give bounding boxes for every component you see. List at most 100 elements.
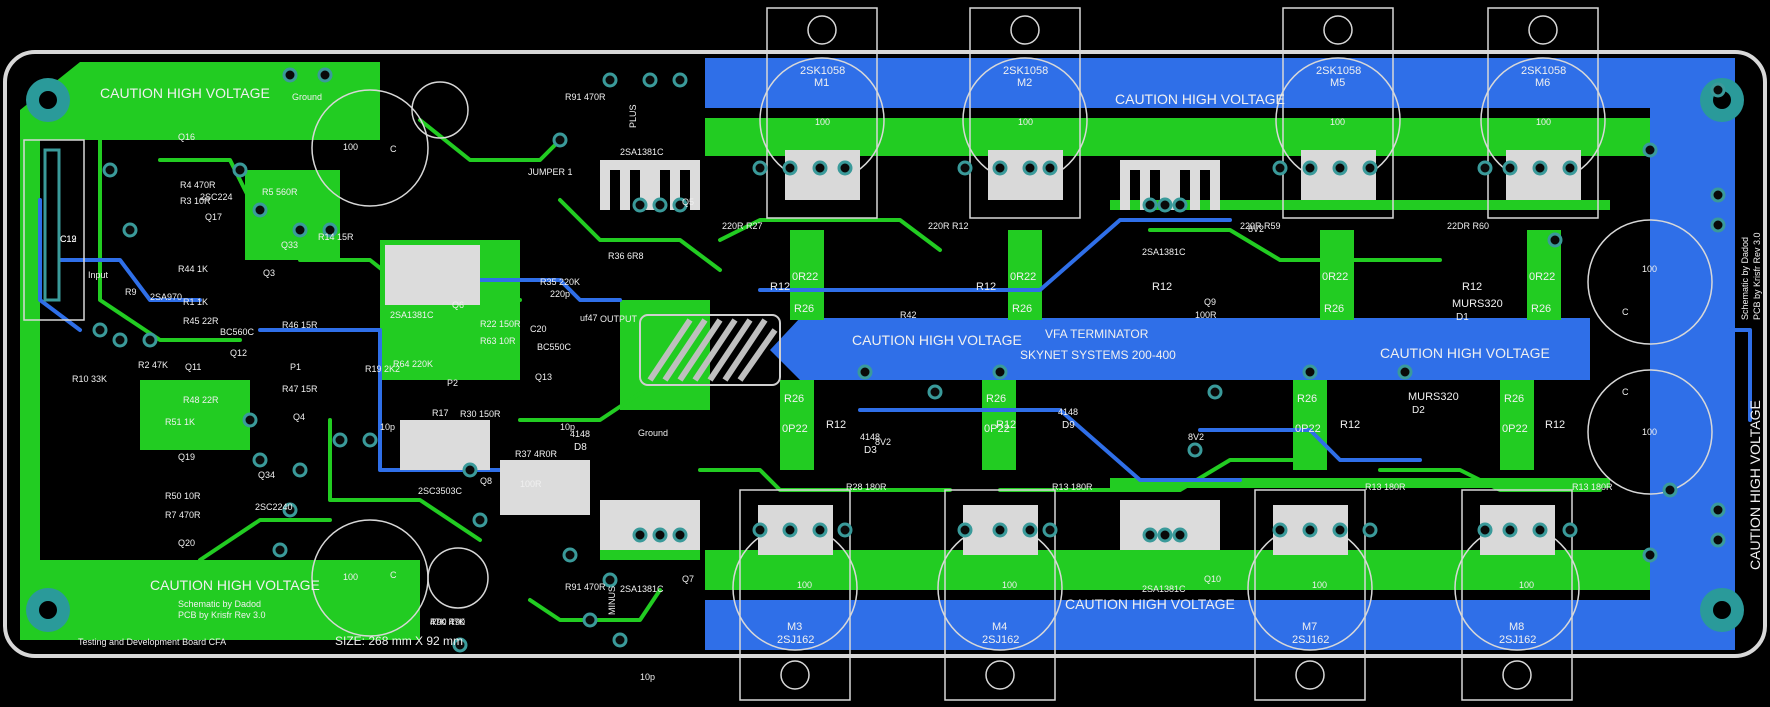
through-hole-pad xyxy=(672,197,688,213)
r26-label: R26 xyxy=(1012,303,1032,315)
diode-ref-label: D2 xyxy=(1412,405,1425,416)
emitter-res-body xyxy=(790,230,824,320)
through-hole-pad xyxy=(652,527,668,543)
footer-board-name: Testing and Development Board CFA xyxy=(78,637,226,647)
transistor-ref-label: Q3 xyxy=(263,268,275,278)
part-label: 2SC224 xyxy=(200,192,233,202)
driver-ref-label: Q5 xyxy=(682,197,694,207)
driver-ref-label: Q9 xyxy=(1204,297,1216,307)
mosfet-ref-label: M2 xyxy=(1017,77,1032,89)
gate-resistor-label: 220R R12 xyxy=(928,221,969,231)
mosfet-m4 xyxy=(937,489,1063,701)
mosfet-outlines-top xyxy=(759,7,1606,219)
capacitor-label: 100 xyxy=(815,117,830,127)
caution-label: CAUTION HIGH VOLTAGE xyxy=(852,332,1022,348)
board-outline xyxy=(3,50,1767,658)
part-label: C20 xyxy=(530,324,547,334)
through-hole-pad xyxy=(552,132,568,148)
resistor-label: R7 470R xyxy=(165,510,201,520)
part-label: Q13 xyxy=(535,372,552,382)
part-label: R63 10R xyxy=(480,336,516,346)
resistor-label: R14 15R xyxy=(318,232,354,242)
part-label: R19 2K2 xyxy=(365,364,400,374)
through-hole-pad xyxy=(1710,187,1726,203)
capacitor-label: C xyxy=(1622,307,1629,317)
through-hole-pad xyxy=(837,522,853,538)
diode-part-label: 4148 xyxy=(1058,407,1078,417)
through-hole-pad xyxy=(1642,142,1658,158)
driver-ref-label: Q10 xyxy=(1204,574,1221,584)
mosfet-part-label: 2SJ162 xyxy=(982,634,1019,646)
output-label: OUTPUT xyxy=(600,314,638,324)
through-hole-pad xyxy=(752,160,768,176)
ground-label: Ground xyxy=(638,428,668,438)
through-hole-pad xyxy=(1302,364,1318,380)
emitter-res-body xyxy=(1320,230,1354,320)
green-rail-mid-top xyxy=(1110,200,1610,210)
through-hole-pad xyxy=(102,162,118,178)
through-hole-pad xyxy=(857,364,873,380)
through-hole-pad xyxy=(112,332,128,348)
resistor-label: R5 560R xyxy=(262,187,298,197)
through-hole-pad xyxy=(1502,160,1518,176)
zener-label: 8V2 xyxy=(1188,432,1204,442)
r12-label: R12 xyxy=(1340,419,1360,431)
emitter-res-body xyxy=(1293,380,1327,470)
resistor-label: R44 1K xyxy=(178,264,208,274)
resistor-label: R46 15R xyxy=(282,320,318,330)
resistor-label: R47 15R xyxy=(282,384,318,394)
through-hole-pad xyxy=(1532,160,1548,176)
resistor-label: 47K R90 xyxy=(430,617,465,627)
driver-part-label: 2SA1381C xyxy=(390,310,434,320)
diode-ref-label: D3 xyxy=(864,445,877,456)
capacitor-label: 100 xyxy=(1519,580,1534,590)
through-hole-pad xyxy=(957,160,973,176)
mosfet-part-label: 2SK1058 xyxy=(800,65,845,77)
caution-label: CAUTION HIGH VOLTAGE xyxy=(1380,345,1550,361)
capacitor-label: 100 xyxy=(1018,117,1033,127)
mosfet-ref-label: M8 xyxy=(1509,621,1524,633)
through-hole-pad xyxy=(1302,522,1318,538)
through-hole-pad xyxy=(582,612,598,628)
driver-ref-label: Q6 xyxy=(452,300,464,310)
through-hole-pad xyxy=(1157,527,1173,543)
diode-part-label: MURS320 xyxy=(1408,391,1459,403)
credit-pcb: PCB by Krisfr Rev 3.0 xyxy=(178,610,266,620)
r26-label: R26 xyxy=(1324,303,1344,315)
plus-label: PLUS xyxy=(628,104,638,128)
product-subtitle: SKYNET SYSTEMS 200-400 xyxy=(1020,348,1176,362)
capacitor-label: 100 xyxy=(343,572,358,582)
resistor-label: R91 470R xyxy=(565,92,606,102)
capacitor-label: 100 xyxy=(1312,580,1327,590)
diode-part-label: 4148 xyxy=(860,432,880,442)
mosfet-ref-label: M7 xyxy=(1302,621,1317,633)
part-label: R64 220K xyxy=(393,359,433,369)
through-hole-pad xyxy=(642,72,658,88)
transistor-ref-label: Q4 xyxy=(293,412,305,422)
through-hole-pad xyxy=(632,197,648,213)
through-hole-pad xyxy=(1142,527,1158,543)
transistor-ref-label: Q11 xyxy=(185,362,201,372)
through-hole-pad xyxy=(1710,82,1726,98)
diode-ref-label: D1 xyxy=(1456,312,1469,323)
part-label: 2SA970 xyxy=(150,292,182,302)
green-bus-bottom xyxy=(705,550,1650,590)
through-hole-pad xyxy=(1662,482,1678,498)
emitter-resistor-label: 0R22 xyxy=(1322,271,1348,283)
copper-pours xyxy=(20,58,1735,650)
minus-label: MINUS xyxy=(607,586,617,615)
blue-bus-center xyxy=(770,318,1590,380)
big-capacitors xyxy=(311,81,1713,637)
through-hole-pad xyxy=(92,322,108,338)
r26-label: R26 xyxy=(986,393,1006,405)
emitter-res-body xyxy=(780,380,814,470)
through-hole-pad xyxy=(1562,160,1578,176)
capacitor-label: 100 xyxy=(797,580,812,590)
r12-label: R12 xyxy=(770,281,790,293)
mosfet-part-label: 2SJ162 xyxy=(1499,634,1536,646)
mosfet-part-label: 2SJ162 xyxy=(777,634,814,646)
through-hole-pad xyxy=(992,522,1008,538)
through-hole-pad xyxy=(1710,502,1726,518)
part-label: 2SC2240 xyxy=(255,502,293,512)
part-label: P1 xyxy=(290,362,301,372)
